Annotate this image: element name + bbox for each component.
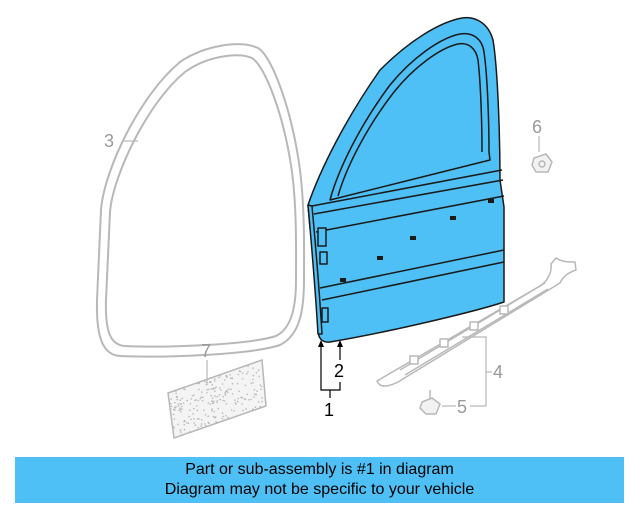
banner-line-1: Part or sub-assembly is #1 in diagram (185, 461, 454, 478)
callout-4: 4 (493, 362, 503, 382)
sound-pad-part (167, 358, 267, 440)
callout-6: 6 (532, 117, 542, 137)
callout-1: 1 (324, 400, 334, 420)
banner-line-2: Diagram may not be specific to your vehi… (164, 481, 475, 498)
weatherstrip-part (95, 43, 306, 358)
door-shell-part (307, 16, 505, 343)
callout-7: 7 (201, 341, 211, 361)
callout-5: 5 (457, 397, 467, 417)
callout-3: 3 (104, 131, 114, 151)
clip-5-part (419, 390, 441, 415)
rocker-molding-part (376, 257, 577, 387)
leader-lines (124, 136, 540, 407)
callout-2: 2 (334, 361, 344, 381)
clip-6-part (531, 153, 553, 173)
info-banner: Part or sub-assembly is #1 in diagram Di… (15, 457, 624, 503)
